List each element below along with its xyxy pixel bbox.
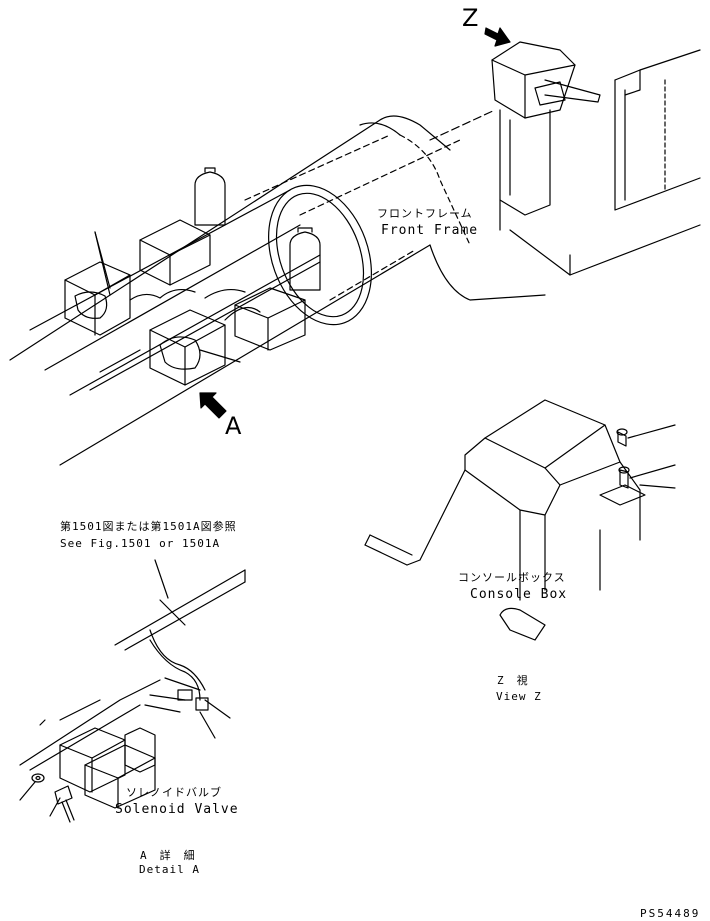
front-frame-label-en: Front Frame <box>381 223 479 238</box>
view-z-label-jp: Z 視 <box>497 674 529 687</box>
drawing-number: PS54489 <box>640 907 701 920</box>
solenoid-valve-label-jp: ソレノイドバルブ <box>126 786 222 799</box>
console-box-drawing <box>364 399 676 641</box>
console-box-label-en: Console Box <box>470 587 568 602</box>
front-frame-drawing <box>9 115 546 466</box>
view-a-arrow-icon <box>199 392 227 419</box>
reference-label-jp: 第1501図または第1501A図参照 <box>60 520 237 533</box>
detail-a-label-en: Detail A <box>139 863 200 876</box>
detail-a-label-jp: A 詳 細 <box>140 849 196 862</box>
a-detail-marker: A <box>225 412 242 440</box>
view-z-label-en: View Z <box>496 690 542 703</box>
front-frame-label-jp: フロントフレーム <box>377 207 473 220</box>
detail-a-drawing <box>19 559 246 823</box>
view-z-arrow-icon <box>484 27 511 47</box>
z-view-marker: Z <box>462 4 479 32</box>
console-box-label-jp: コンソールボックス <box>458 571 566 584</box>
reference-label-en: See Fig.1501 or 1501A <box>60 537 221 550</box>
console-upper-drawing <box>429 41 701 276</box>
solenoid-valve-label-en: Solenoid Valve <box>115 802 239 817</box>
